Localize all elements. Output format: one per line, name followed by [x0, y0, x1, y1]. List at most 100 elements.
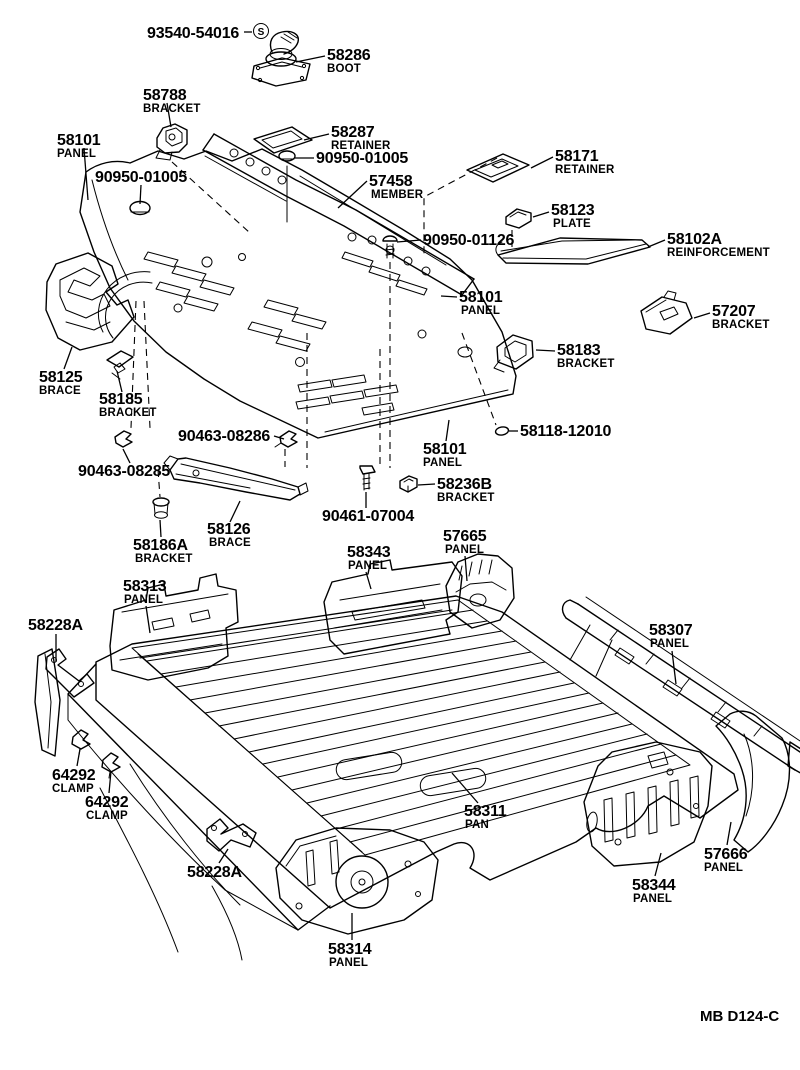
clip-90463-08285-drawing: [114, 430, 133, 448]
sill-58307-drawing: [561, 596, 800, 774]
part-desc: PANEL: [57, 148, 96, 160]
reinforcement-58102A-drawing: [495, 237, 651, 265]
panel-58344-drawing: [583, 741, 713, 867]
part-number: 58125: [39, 369, 83, 386]
clip-90463-08286-drawing: [274, 430, 298, 448]
part-number: 57207: [712, 303, 756, 320]
floor-panel-58101-drawing: [79, 148, 517, 439]
part-number: 58228A: [187, 864, 242, 881]
clip-58236B-drawing: [399, 475, 418, 493]
brace-58126-drawing: [163, 455, 309, 501]
part-number: 57458: [369, 173, 413, 190]
grommet-90950-01005-right-drawing: [278, 150, 296, 162]
member-57458-drawing: [202, 133, 475, 296]
part-desc: BRACKET: [143, 103, 201, 115]
part-number: 90461-07004: [322, 508, 414, 525]
part-number: 58171: [555, 148, 599, 165]
bolt-90461-07004-drawing: [359, 465, 376, 491]
standard-part-symbol: S: [253, 23, 269, 39]
side-strip-drawing: [34, 648, 61, 757]
bracket-57207-drawing: [640, 290, 693, 335]
part-number: 58101: [459, 289, 503, 306]
part-desc: RETAINER: [331, 140, 391, 152]
part-desc: BRACKET: [712, 319, 770, 331]
part-number: 58123: [551, 202, 595, 219]
panel-57665-drawing: [445, 553, 515, 629]
part-number: 90463-08285: [78, 463, 170, 480]
label-90950-01005-left: 90950-01005: [95, 169, 188, 186]
bracket-58185-drawing: [106, 350, 134, 380]
part-desc: BOOT: [327, 63, 361, 75]
leader-lines: [55, 31, 732, 940]
part-number: 58788: [143, 87, 187, 104]
label-58228A-top: 58228A: [28, 617, 84, 634]
part-number: 90950-01005: [95, 169, 187, 186]
part-number: 90950-01126: [423, 232, 515, 249]
figure-code: MB D124-C: [700, 1008, 779, 1025]
part-desc: BRACKET: [557, 358, 615, 370]
part-desc: MEMBER: [371, 189, 424, 201]
part-number: 57666: [704, 846, 748, 863]
bracket-58228A-bottom-drawing: [206, 818, 257, 852]
panel-57666-drawing: [715, 710, 791, 853]
part-desc: PANEL: [704, 862, 743, 874]
bracket-58788-drawing: [155, 123, 188, 161]
part-number: 58236B: [437, 476, 492, 493]
label-58118-12010: 58118-12010: [520, 423, 612, 440]
label-90950-01126: 90950-01126: [423, 232, 515, 249]
part-number: 90950-01005: [316, 150, 408, 167]
part-number: 58344: [632, 877, 676, 894]
part-desc: CLAMP: [86, 810, 128, 822]
part-desc: PANEL: [329, 957, 368, 969]
label-90463-08286: 90463-08286: [178, 428, 271, 445]
label-93540-54016: 93540-54016: [147, 25, 240, 42]
part-desc: PANEL: [423, 457, 462, 469]
part-desc: REINFORCEMENT: [667, 247, 770, 259]
part-desc: PANEL: [348, 560, 387, 572]
part-number: 58185: [99, 391, 143, 408]
part-number: 58101: [423, 441, 467, 458]
part-desc: PLATE: [553, 218, 591, 230]
part-desc: BRACE: [39, 385, 81, 397]
part-number: 58311: [464, 803, 507, 820]
part-desc: PANEL: [633, 893, 672, 905]
plate-58123-drawing: [505, 208, 532, 229]
panel-58314-drawing: [275, 827, 439, 935]
part-desc: CLAMP: [52, 783, 94, 795]
part-number: 58228A: [28, 617, 83, 634]
part-number: 93540-54016: [147, 25, 239, 42]
part-desc: PANEL: [124, 594, 163, 606]
retainer-58287-drawing: [253, 126, 313, 154]
part-desc: BRACKET: [437, 492, 495, 504]
part-number: 64292: [52, 767, 96, 784]
part-number: 58307: [649, 622, 693, 639]
part-number: 58126: [207, 521, 251, 538]
part-number: 57665: [443, 528, 487, 545]
screw-90950-01126-drawing: [382, 235, 398, 259]
retainer-58171-drawing: [466, 153, 530, 183]
part-number: 58118-12010: [520, 423, 612, 440]
part-number: 58286: [327, 47, 371, 64]
part-number: 58343: [347, 544, 391, 561]
label-90950-01005-right: 90950-01005: [316, 150, 409, 167]
